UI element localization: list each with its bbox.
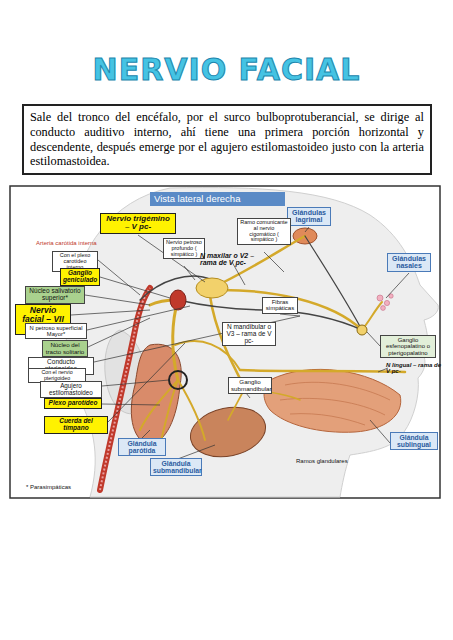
leader-line [71, 310, 150, 315]
leader-line [280, 314, 300, 316]
nerve [173, 300, 178, 380]
node-text: Ganglio esfenopalatino o pterigopalatino [383, 337, 433, 356]
leader-line [367, 332, 380, 346]
trigeminal-ganglion [196, 278, 228, 298]
leader-line [138, 235, 205, 282]
artery-label: Arteria carótida interna [36, 240, 106, 246]
node-text: Agujero estilomastoideo [43, 383, 99, 396]
leader-line [94, 316, 300, 362]
gland-box: Glándulas nasales [387, 253, 431, 272]
node-text: Glándula sublingual [393, 434, 435, 448]
node-text: Vista lateral derecha [154, 194, 281, 204]
leader-lines [71, 227, 409, 460]
node-text: N mandibular o V3 – rama de V pc- [225, 324, 273, 344]
node-text: Sale del tronco del encéfalo, por el sur… [30, 110, 424, 169]
node-text: Glándula parótida [121, 440, 163, 454]
nerve-box: N petroso superficial Mayor* [25, 323, 87, 339]
plexus-box: Plexo parotídeo [44, 398, 102, 409]
page-title: NERVIO FACIAL [0, 52, 453, 87]
leader-line [264, 252, 284, 272]
stylomastoid-foramen [169, 371, 187, 389]
leader-line [102, 404, 160, 405]
node-text: Nervio trigémino – V pc- [103, 215, 173, 232]
node-text: Plexo parotídeo [47, 400, 99, 407]
node-text: Ganglio submandibular [231, 379, 269, 392]
leader-line [102, 380, 169, 386]
leader-line [85, 295, 150, 305]
node-text: Ramo comunicante al nervio cigomático ( … [240, 220, 288, 243]
leader-line [386, 273, 409, 298]
node-text: Nervio petroso profundo ( simpático ) [166, 240, 202, 257]
gland-striation [280, 382, 390, 425]
submandibular-gland [186, 401, 270, 464]
nerve-label: N lingual – rama de V pc- [386, 362, 442, 375]
nasal-gland [381, 306, 386, 311]
view-header: Vista lateral derecha [150, 192, 285, 206]
branch-label: Ramos glandulares [296, 458, 352, 464]
gland-box: Glándulas lagrimal [287, 207, 331, 226]
sublingual-gland [264, 369, 401, 432]
nerve-box: N mandibular o V3 – rama de V pc- [222, 322, 276, 346]
leader-line [88, 318, 150, 347]
leader-line [184, 266, 195, 280]
node-text: Núcleo del tracto solitario [45, 342, 85, 355]
nerve-box: Nervio trigémino – V pc- [100, 213, 176, 234]
nerve-paths [140, 236, 405, 445]
pterygopalatine-ganglion [357, 325, 367, 335]
nerve-box: Cuerda del tímpano [44, 416, 108, 434]
node-text: Glándulas lagrimal [290, 209, 328, 224]
leader-line [100, 277, 170, 298]
figure-frame [10, 186, 440, 498]
nucleus-box: Núcleo salivatorio superior* [25, 286, 85, 304]
leader-line [370, 420, 390, 443]
footnote: * Parasimpáticas [26, 484, 106, 490]
gland-box: Glándula submandibular [150, 458, 202, 476]
geniculate-ganglion [170, 290, 186, 310]
foramen-box: Agujero estilomastoideo [40, 381, 102, 398]
nerve [160, 380, 178, 445]
nerve-box: Nervio petroso profundo ( simpático ) [163, 238, 205, 259]
node-text: Fibras simpáticas [265, 299, 295, 312]
ganglion-box: Ganglio submandibular [228, 377, 272, 394]
node-text: Ganglio geniculado [63, 270, 97, 284]
gland-box: Glándula sublingual [390, 432, 438, 450]
nasal-gland [377, 295, 383, 301]
leader-line [98, 260, 140, 295]
leader-line [87, 306, 190, 330]
nerve-label: N maxilar o V2 – rama de V pc- [200, 252, 266, 267]
node-text: Con el nervio pterigoideo [31, 370, 83, 381]
node-text: Glándulas nasales [390, 255, 428, 270]
leader-line [305, 227, 309, 232]
nasal-gland [384, 300, 389, 305]
ganglion-box: Ganglio esfenopalatino o pterigopalatino [380, 335, 436, 358]
description-box: Sale del tronco del encéfalo, por el sur… [22, 104, 432, 175]
branch-box: Ramo comunicante al nervio cigomático ( … [237, 218, 291, 245]
gland-box: Glándula parótida [118, 438, 166, 456]
node-text: Cuerda del tímpano [47, 418, 105, 432]
nucleus-box: Núcleo del tracto solitario [42, 340, 88, 357]
nerve [305, 236, 362, 330]
node-text: Glándula submandibular [153, 460, 199, 474]
head-silhouette [66, 188, 438, 497]
ganglion-box: Ganglio geniculado [60, 268, 100, 286]
node-text: Núcleo salivatorio superior* [28, 288, 82, 302]
leader-line [142, 430, 150, 438]
fiber-box: Fibras simpáticas [262, 297, 298, 314]
leader-line [108, 343, 185, 422]
node-text: N petroso superficial Mayor* [28, 325, 84, 337]
